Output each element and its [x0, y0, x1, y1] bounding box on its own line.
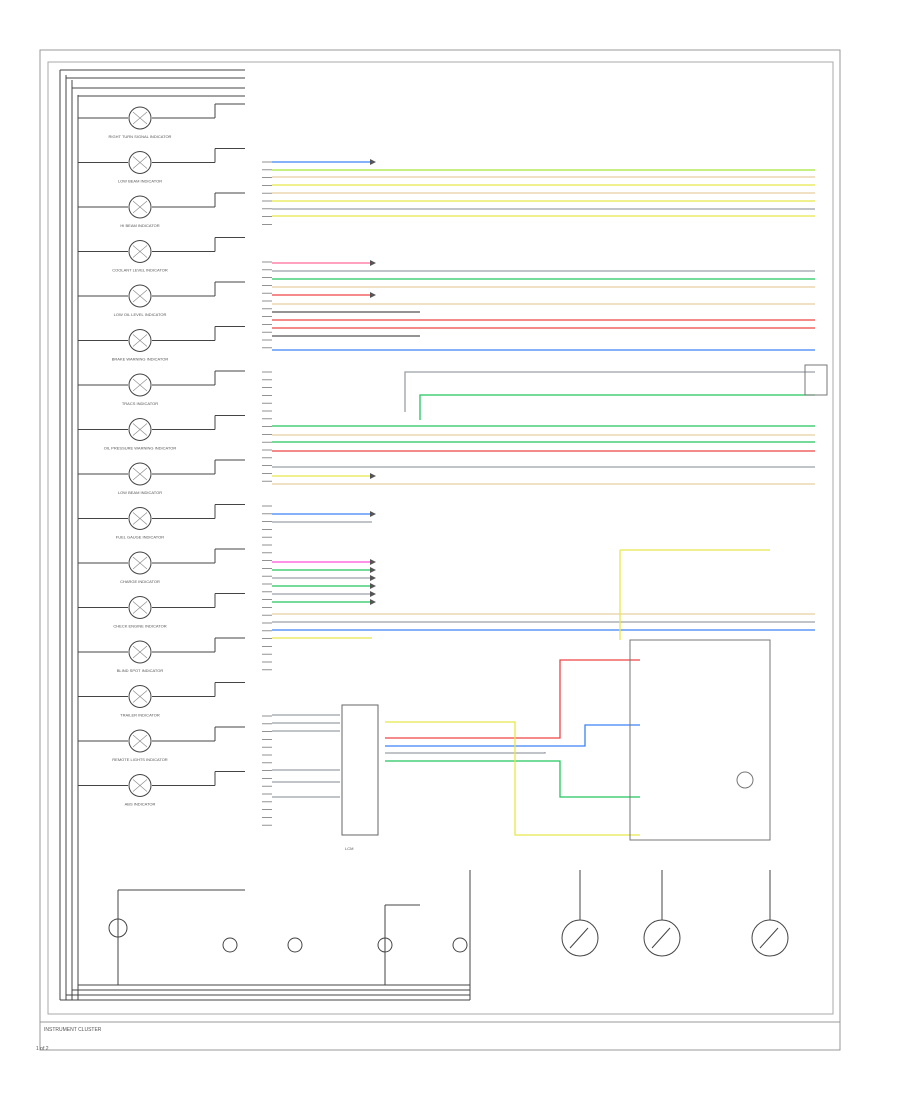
- indicator-label: TRACS INDICATOR: [122, 401, 158, 406]
- indicator-label: OIL PRESSURE WARNING INDICATOR: [104, 446, 177, 451]
- lamp-icon: [128, 685, 152, 708]
- indicator-label: BRAKE WARNING INDICATOR: [112, 357, 169, 362]
- wire-bend: [419, 394, 815, 420]
- wire-bend: [385, 724, 640, 747]
- indicator-lamp: BLIND SPOT INDICATOR: [78, 637, 245, 673]
- lamp-icon: [128, 774, 152, 797]
- lamp-icon: [128, 240, 152, 263]
- indicator-label: LOW OIL LEVEL INDICATOR: [114, 312, 167, 317]
- indicator-lamp: ABS INDICATOR: [78, 771, 245, 807]
- left-bus-lines: [59, 69, 245, 1000]
- indicator-label: BLIND SPOT INDICATOR: [117, 668, 164, 673]
- lcm-module: [341, 704, 379, 836]
- splice-arrow: [370, 567, 376, 573]
- splice-arrow: [370, 292, 376, 298]
- fuel-sender-module: [629, 639, 771, 841]
- indicator-group: RIGHT TURN SIGNAL INDICATOR LOW BEAM INDI…: [78, 103, 245, 807]
- indicator-lamp: LOW BEAM INDICATOR: [78, 459, 245, 495]
- gauge-group: [108, 918, 789, 957]
- indicator-label: TRAILER INDICATOR: [120, 713, 160, 718]
- indicator-lamp: HI BEAM INDICATOR: [78, 192, 245, 228]
- indicator-label: COOLANT LEVEL INDICATOR: [112, 268, 168, 273]
- splice-arrow: [370, 575, 376, 581]
- indicator-label: LOW BEAM INDICATOR: [118, 490, 162, 495]
- splice-arrow: [370, 159, 376, 165]
- lamp-icon: [128, 462, 152, 486]
- lamp-icon: [128, 596, 152, 619]
- indicator-label: LOW BEAM INDICATOR: [118, 179, 162, 184]
- splice-arrow: [370, 583, 376, 589]
- connector-pin-rows: [262, 161, 272, 826]
- indicator-lamp: REMOTE LIGHTS INDICATOR: [78, 726, 245, 762]
- indicator-label: CHECK ENGINE INDICATOR: [113, 624, 166, 629]
- bulb-2: [287, 937, 303, 953]
- lamp-icon: [128, 151, 152, 174]
- bottom-bus-lines: [60, 870, 771, 1001]
- lamp-icon: [128, 507, 152, 530]
- wire-bend: [404, 371, 815, 412]
- splice-arrow: [370, 559, 376, 565]
- indicator-lamp: RIGHT TURN SIGNAL INDICATOR: [78, 103, 245, 139]
- splice-arrow: [370, 599, 376, 605]
- splice-arrow: [370, 473, 376, 479]
- indicator-lamp: FUEL GAUGE INDICATOR: [78, 504, 245, 540]
- indicator-label: CHARGE INDICATOR: [120, 579, 160, 584]
- bulb-4: [452, 937, 468, 953]
- diagram-frame: [39, 49, 841, 1051]
- splice-arrow: [370, 511, 376, 517]
- bulb-1: [222, 937, 238, 953]
- wire-bend: [385, 721, 640, 836]
- indicator-lamp: OIL PRESSURE WARNING INDICATOR: [78, 415, 245, 451]
- lamp-icon: [128, 106, 152, 130]
- lamp-icon: [128, 329, 152, 352]
- fuel-sender-symbol: [736, 771, 754, 789]
- indicator-lamp: LOW OIL LEVEL INDICATOR: [78, 281, 245, 317]
- lamp-icon: [128, 195, 152, 219]
- lamp-icon: [128, 373, 152, 397]
- wire-bend: [385, 659, 640, 739]
- indicator-lamp: TRACS INDICATOR: [78, 370, 245, 406]
- lamp-icon: [128, 640, 152, 664]
- temp-gauge: [751, 919, 789, 957]
- lamp-icon: [128, 418, 152, 441]
- indicator-label: ABS INDICATOR: [125, 802, 156, 807]
- splice-arrow: [370, 260, 376, 266]
- footer-title: INSTRUMENT CLUSTER: [44, 1027, 102, 1033]
- indicator-label: HI BEAM INDICATOR: [120, 223, 159, 228]
- wire-bend: [385, 752, 546, 754]
- indicator-label: RIGHT TURN SIGNAL INDICATOR: [109, 134, 172, 139]
- speedometer-gauge: [561, 919, 599, 957]
- indicator-lamp: LOW BEAM INDICATOR: [78, 148, 245, 184]
- indicator-lamp: COOLANT LEVEL INDICATOR: [78, 237, 245, 273]
- lamp-icon: [128, 729, 152, 753]
- indicator-lamp: CHECK ENGINE INDICATOR: [78, 593, 245, 629]
- wire-bend: [385, 760, 640, 798]
- lamp-icon: [128, 284, 152, 308]
- cluster-box: [47, 61, 834, 1015]
- tachometer-gauge: [643, 919, 681, 957]
- indicator-lamp: CHARGE INDICATOR: [78, 548, 245, 584]
- splice-arrow: [370, 591, 376, 597]
- footer-page: 1 of 2: [36, 1046, 49, 1052]
- indicator-lamp: TRAILER INDICATOR: [78, 682, 245, 718]
- lcm-label: LCM: [345, 846, 353, 851]
- indicator-label: REMOTE LIGHTS INDICATOR: [112, 757, 168, 762]
- lamp-icon: [128, 551, 152, 575]
- relay-box: [804, 364, 828, 396]
- indicator-lamp: BRAKE WARNING INDICATOR: [78, 326, 245, 362]
- colored-wires: [272, 159, 815, 836]
- indicator-label: FUEL GAUGE INDICATOR: [116, 535, 164, 540]
